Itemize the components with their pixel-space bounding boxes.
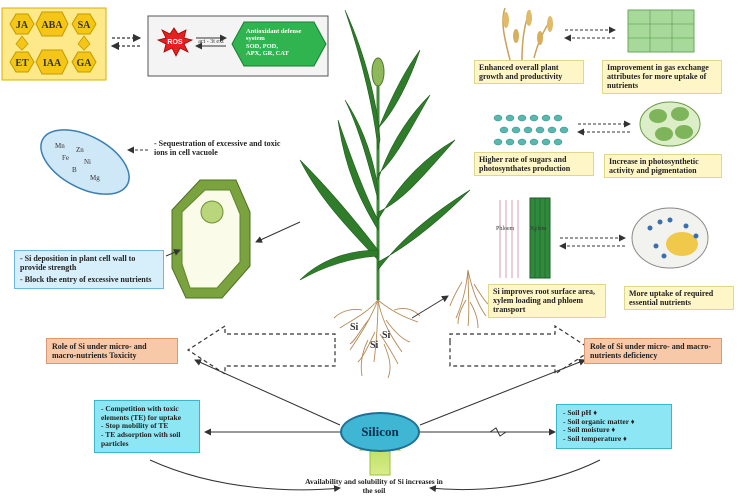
phloem-label: Phloem [496,226,515,232]
vacuole-ion-fe: Fe [62,154,69,162]
hormone-hex-sa: SA [71,13,97,35]
silicon-connector-lines [149,358,601,493]
vacuole-ion-zn: Zn [76,146,84,154]
vacuole-cell: Mn Zn Fe Ni B Mg [40,129,130,195]
soil-factor-4: - Soil temperature ♦ [563,433,627,443]
vacuole-ion-mn: Mn [55,142,65,150]
toxic-control-1: - Competition with toxic elements (TE) f… [101,404,182,422]
sugars-note: Higher rate of sugars and photosynthates… [474,152,594,177]
lightning-icon [489,427,507,437]
vacuole-ion-b: B [72,166,77,174]
antioxidant-defense-text: Antioxidant defense system SOD, POD, APX… [246,28,302,58]
ros-arrow-text: act - 3t ext [198,39,224,45]
chloroplast-arrows [577,120,631,136]
hormone-hex-ga-label: GA [77,58,93,69]
plant-cell [171,179,251,299]
gas-exchange-note: Improvement in gas exchange attributes f… [602,60,722,94]
chloroplast-row-image [493,114,569,146]
xylem-label: Xylem [530,226,547,232]
plant-roots [333,299,421,379]
hormone-hex-ja-label: JA [16,20,29,31]
hormone-hex-iaa: IAA [35,49,69,75]
si-root-label-2: Si [370,340,379,351]
soil-factors-box: - Soil pH ♦ - Soil organic matter ♦ - So… [556,404,672,449]
deposition-arrow [165,249,181,257]
nutrient-uptake-image [631,207,709,269]
sequestration-note: - Sequestration of excessive and toxic i… [154,139,281,158]
phloem-xylem-image: Phloem Xylem [496,197,551,279]
soil-factor-1: - Soil pH ♦ [563,408,598,417]
si-root-label-1: Si [350,322,359,333]
soil-factor-2: - Soil organic matter ♦ [563,416,635,426]
silicon-label: Silicon [361,424,399,439]
hormone-ros-double-arrow [110,33,142,51]
grain-panicle-image [502,7,553,61]
isolated-root-image [449,269,489,329]
silicon-oval: Silicon [340,412,420,452]
hormone-hex-et: ET [9,51,35,73]
photosynthetic-note: Increase in photosynthetic activity and … [604,154,722,179]
growth-note: Enhanced overall plant growth and produc… [474,60,584,85]
availability-note: Availability and solubility of Si increa… [305,477,443,495]
deposition-note-box: - Si deposition in plant cell wall to pr… [14,250,164,289]
vacuole-ion-ni: Ni [84,158,91,166]
toxic-control-2: - Stop mobility of TE [101,421,169,431]
plant-to-cell-arrow [255,221,301,243]
antioxidant-hexagon [231,21,327,67]
vacuole-ion-mg: Mg [90,174,100,182]
toxic-control-3: - TE adsorption with soil particles [101,429,181,448]
hormone-hex-aba-label: ABA [41,20,63,31]
grain-gas-arrows [564,26,616,42]
soil-factor-3: - Soil moisture ♦ [563,425,616,435]
hormone-hex-iaa-label: IAA [43,58,62,69]
hormone-hex-et-label: ET [15,58,29,69]
ros-label: ROS [167,39,183,46]
vascular-arrows [559,234,626,250]
toxicity-dashed-arrow [186,324,336,376]
ros-antioxidant-panel: ROS act - 3t ext [147,15,329,77]
plant-to-root-arrow [411,295,449,319]
ros-burst-icon [156,27,194,57]
deficiency-dashed-arrow [449,324,594,376]
hormone-hex-ga: GA [71,51,97,73]
hormone-hexagon-cluster: JA ABA SA ET IAA GA [1,7,107,81]
si-root-label-3: Si [382,330,391,341]
chloroplast-cell-image [639,101,701,147]
nutrient-uptake-note: More uptake of required essential nutrie… [624,286,734,311]
rice-plant: Si Si Si [299,9,471,379]
deposition-note-line-1: - Si deposition in plant cell wall to pr… [20,254,136,273]
leaf-stomata-image [627,9,695,53]
hormone-hex-sa-label: SA [78,20,92,31]
root-surface-note: Si improves root surface area, xylem loa… [488,284,606,318]
hormone-hex-aba: ABA [35,11,69,37]
hormone-hex-ja: JA [9,13,35,35]
role-toxicity-box: Role of Si under micro- and macro-nutrie… [46,338,178,365]
deposition-note-line-2: - Block the entry of excessive nutrients [20,275,152,285]
role-deficiency-box: Role of Si under micro- and macro-nutrie… [584,338,722,365]
toxic-element-controls: - Competition with toxic elements (TE) f… [94,400,200,454]
